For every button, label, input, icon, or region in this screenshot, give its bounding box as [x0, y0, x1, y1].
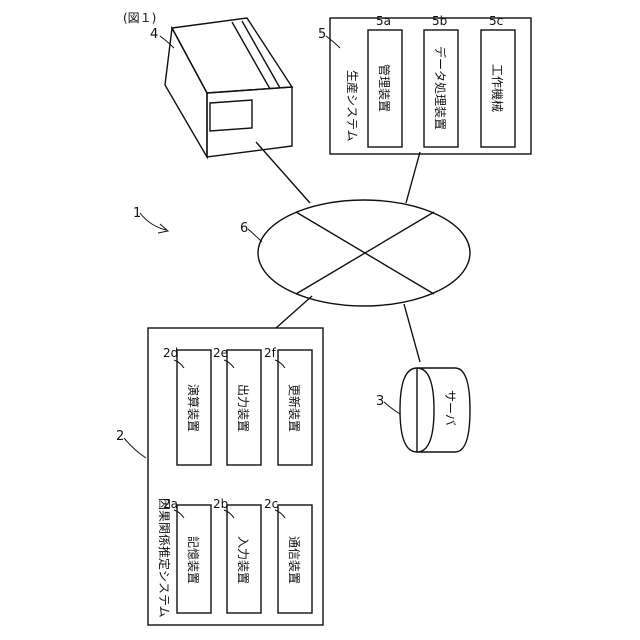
causal-device-2c: 2c 通信装置 [264, 497, 312, 613]
link-causal-network [276, 296, 312, 328]
network-6 [258, 200, 470, 306]
production-system-title: 生産システム [345, 70, 360, 142]
figure-label: (図１) [123, 11, 156, 25]
device-label: データ処理装置 [433, 46, 448, 130]
device-label: 演算装置 [186, 384, 201, 432]
production-device-5c: 5c 工作機械 [481, 14, 515, 147]
device-ref: 2b [213, 497, 228, 511]
production-system-number: 5 [318, 27, 326, 42]
device-ref: 5a [376, 14, 391, 28]
server-number: 3 [376, 394, 384, 409]
link-server-network [404, 304, 420, 362]
production-device-5a: 5a 管理装置 [368, 14, 402, 147]
production-system-leader [326, 36, 340, 48]
network-number: 6 [240, 221, 248, 236]
terminal-4 [165, 18, 292, 157]
link-terminal-network [256, 142, 310, 203]
device-label: 記憶装置 [186, 536, 201, 584]
system-number-arrowhead [158, 224, 168, 233]
device-ref: 2e [213, 346, 228, 360]
production-device-5b: 5b データ処理装置 [424, 14, 458, 147]
server-leader [384, 402, 400, 414]
server-3 [400, 368, 470, 452]
causal-system-title: 因果関係推定システム [157, 498, 172, 618]
server-label: サーバ [443, 390, 457, 426]
device-ref: 5c [489, 14, 503, 28]
device-ref: 5b [432, 14, 447, 28]
causal-device-2f: 2f 更新装置 [264, 346, 312, 465]
device-label: 工作機械 [490, 64, 505, 112]
causal-system-leader [124, 438, 146, 458]
causal-device-2b: 2b 入力装置 [213, 497, 261, 613]
link-production-network [406, 152, 420, 203]
device-label: 更新装置 [287, 384, 302, 432]
device-label: 出力装置 [236, 384, 250, 432]
device-ref: 2f [264, 346, 277, 360]
terminal-number: 4 [150, 27, 158, 42]
system-number-leader [140, 213, 166, 230]
device-ref: 2a [163, 497, 178, 511]
device-ref: 2d [163, 346, 178, 360]
terminal-leader [160, 36, 174, 48]
device-label: 通信装置 [287, 536, 301, 584]
device-label: 入力装置 [236, 536, 250, 584]
network-leader [248, 229, 262, 242]
causal-system-number: 2 [116, 429, 124, 444]
causal-device-2e: 2e 出力装置 [213, 346, 261, 465]
device-label: 管理装置 [377, 64, 392, 112]
causal-device-2d: 2d 演算装置 [163, 346, 211, 465]
device-ref: 2c [264, 497, 278, 511]
